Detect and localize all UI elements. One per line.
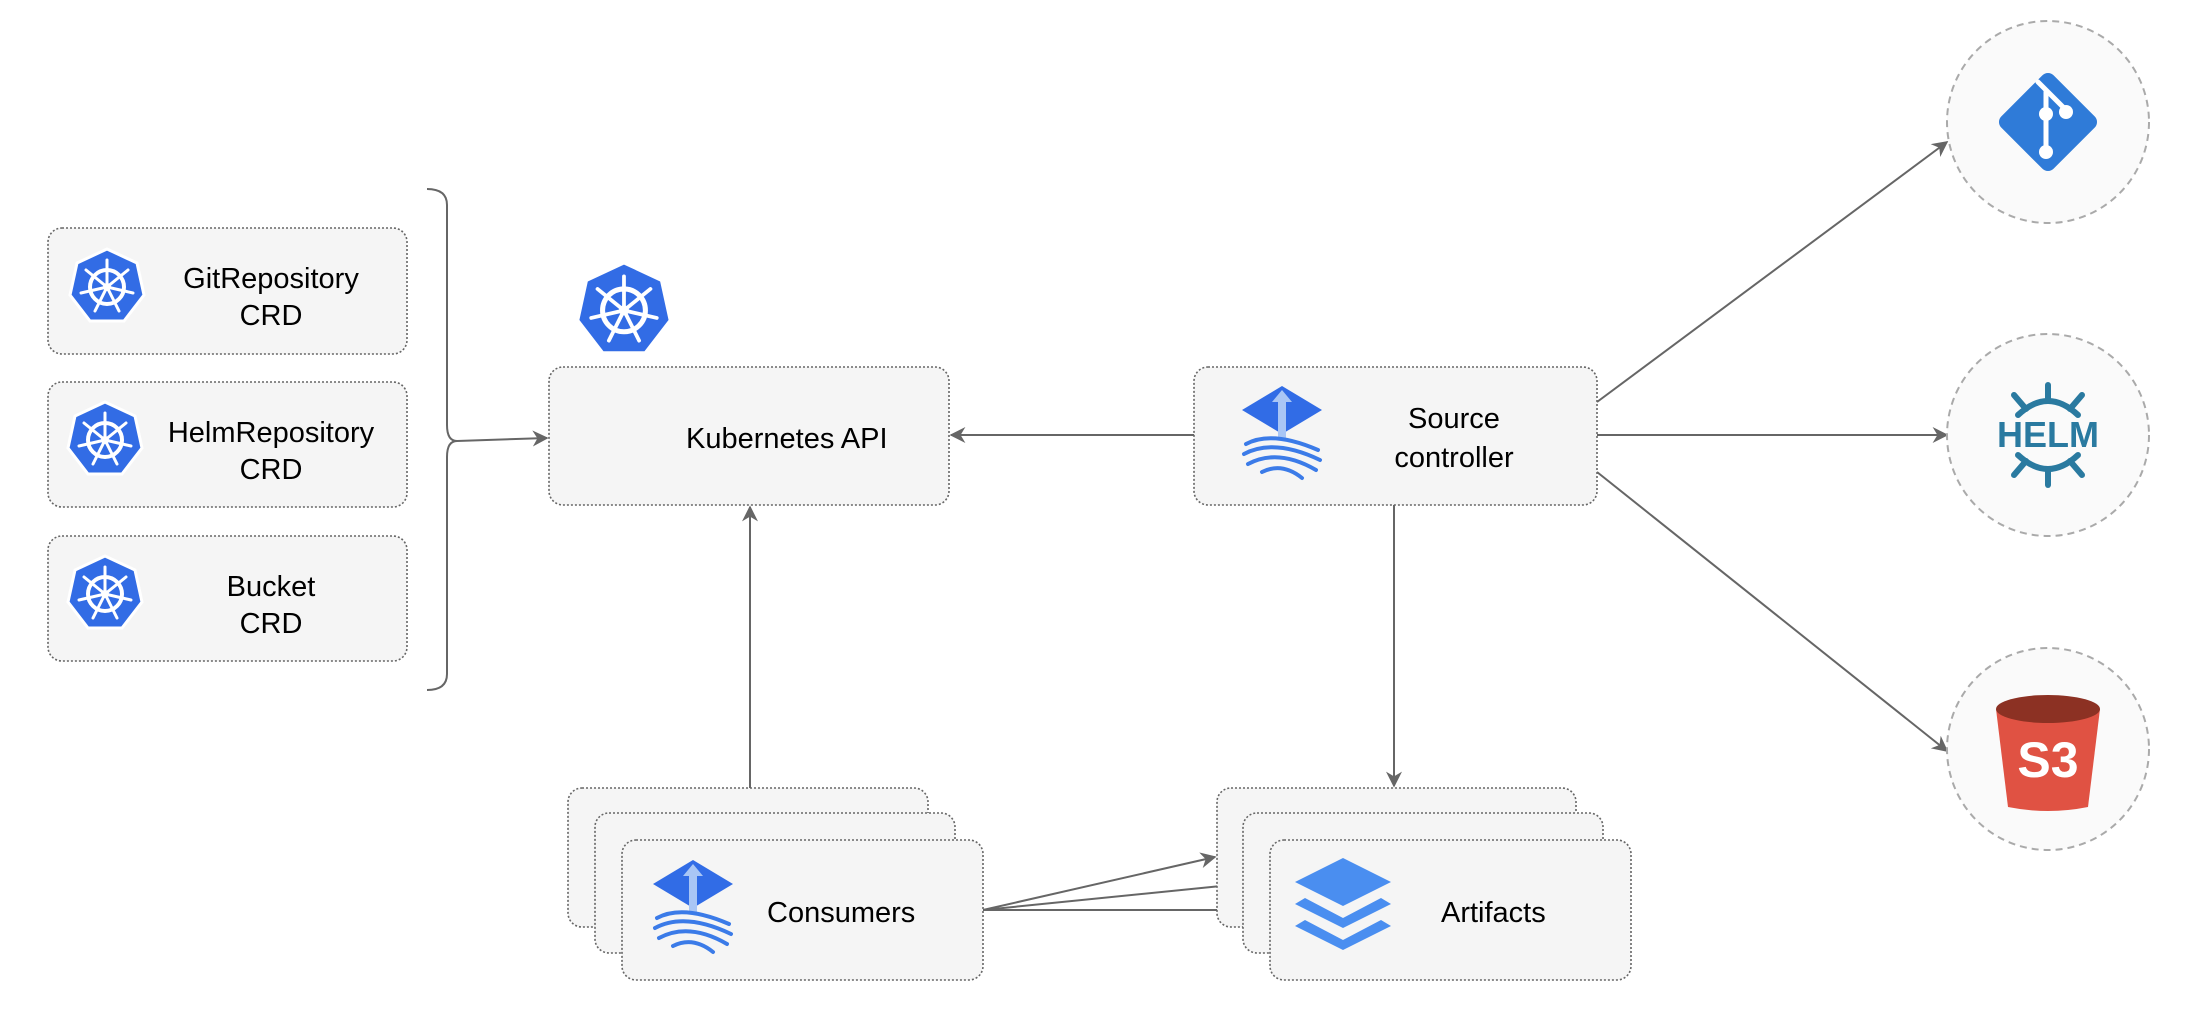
- kubernetes-icon: [577, 262, 670, 353]
- consumers-label: Consumers: [767, 897, 915, 929]
- s3-logo-text: S3: [2017, 732, 2078, 788]
- edge-consumers-to-artifacts-1: [982, 852, 1217, 911]
- artifacts-node[interactable]: Artifacts: [1216, 787, 1632, 981]
- git-source[interactable]: [1946, 20, 2150, 224]
- crd-bucket[interactable]: Bucket CRD: [47, 535, 408, 662]
- artifacts-label: Artifacts: [1441, 897, 1546, 929]
- s3-source[interactable]: S3: [1946, 647, 2150, 851]
- crd-sublabel: CRD: [240, 300, 303, 332]
- crd-label: Bucket: [227, 571, 316, 603]
- crd-gitrepository[interactable]: GitRepository CRD: [47, 227, 408, 355]
- source-controller-label: Source: [1408, 403, 1500, 435]
- crd-label: HelmRepository: [168, 417, 375, 449]
- kubernetes-icon: [66, 400, 144, 476]
- kubernetes-icon: [68, 247, 146, 323]
- source-controller-node[interactable]: Source controller: [1193, 366, 1598, 506]
- crd-brace: [426, 188, 458, 691]
- kubernetes-icon: [66, 554, 144, 630]
- helm-logo-text: HELM: [1997, 414, 2099, 455]
- consumers-node[interactable]: Consumers: [567, 787, 984, 981]
- edge-crds-to-kubernetes-api: [456, 430, 549, 447]
- crd-sublabel: CRD: [240, 454, 303, 486]
- edges: [426, 141, 1949, 918]
- s3-bucket-icon: S3: [1996, 695, 2100, 811]
- source-controller-sublabel: controller: [1394, 442, 1514, 474]
- helm-source[interactable]: HELM: [1946, 333, 2150, 537]
- kubernetes-api-node[interactable]: Kubernetes API: [548, 262, 950, 506]
- kubernetes-api-label: Kubernetes API: [686, 423, 888, 455]
- crd-label: GitRepository: [183, 263, 359, 295]
- crd-sublabel: CRD: [240, 608, 303, 640]
- edge-source-controller-to-git: [1596, 141, 1949, 403]
- git-icon: [1998, 72, 2098, 172]
- edge-source-controller-to-s3: [1596, 471, 1949, 752]
- crd-helmrepository[interactable]: HelmRepository CRD: [47, 381, 408, 508]
- helm-icon: HELM: [1997, 382, 2099, 488]
- edge-consumers-to-artifacts-2: [982, 877, 1243, 911]
